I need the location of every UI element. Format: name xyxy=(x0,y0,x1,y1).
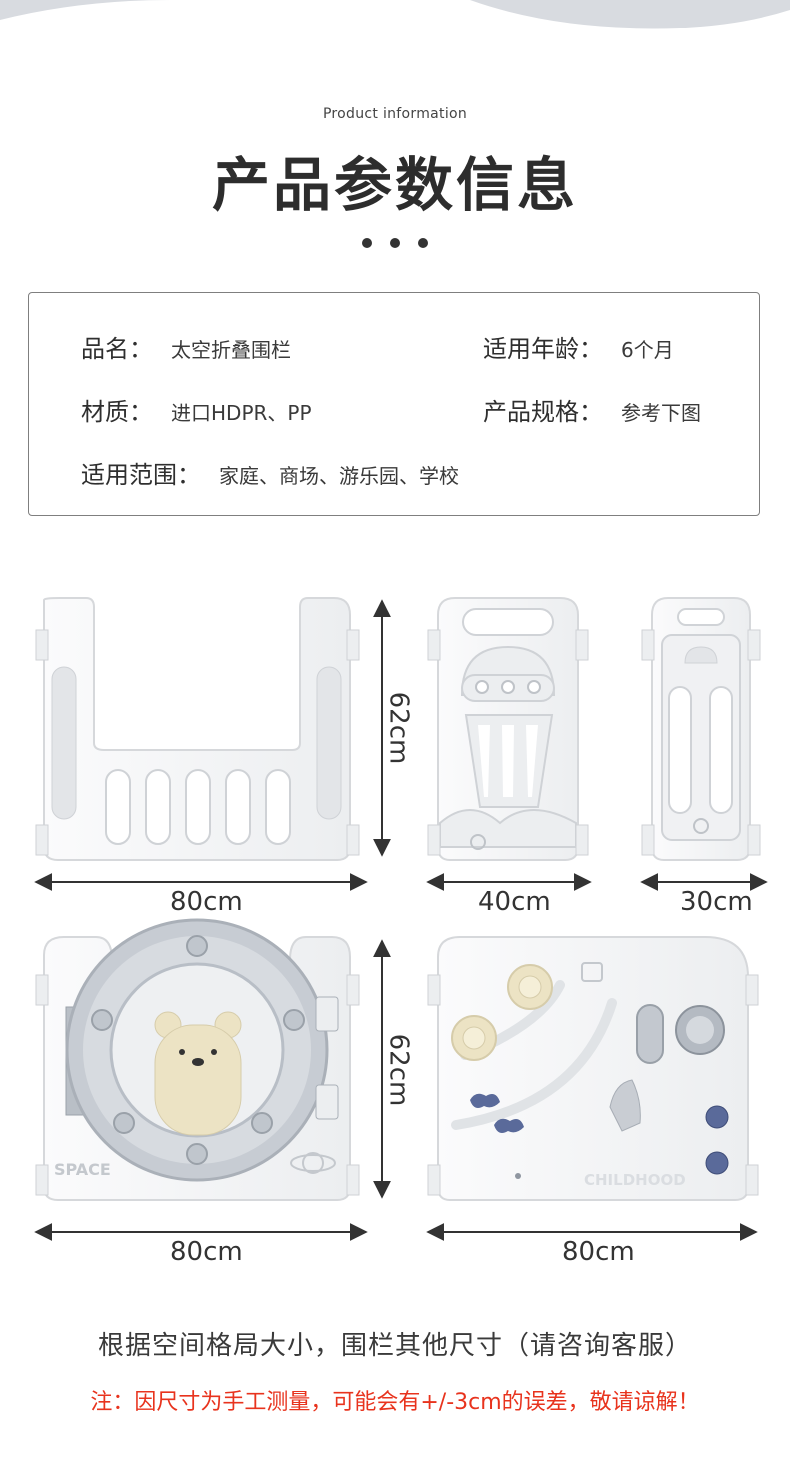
row1-width3-label: 30cm xyxy=(680,887,753,917)
info-material-label: 材质： xyxy=(81,398,153,426)
top-wave-decoration xyxy=(0,0,790,29)
space-text: SPACE xyxy=(54,1160,111,1179)
row1-width2-label: 40cm xyxy=(478,887,551,917)
switch-knob xyxy=(636,1004,664,1064)
panel-porthole: SPACE xyxy=(35,918,360,1201)
bear-figure xyxy=(154,1011,242,1136)
row1-height-label: 62cm xyxy=(383,691,414,765)
info-spec: 产品规格： 参考下图 xyxy=(483,392,701,427)
measurement-warning: 注：因尺寸为手工测量，可能会有+/-3cm的误差，敬请谅解！ xyxy=(90,1390,700,1415)
info-age-value: 6个月 xyxy=(621,338,674,362)
dot xyxy=(418,238,428,248)
row2-width1-label: 80cm xyxy=(170,1237,243,1267)
info-name: 品名： 太空折叠围栏 xyxy=(81,329,291,364)
info-box: 品名： 太空折叠围栏 适用年龄： 6个月 材质： 进口HDPR、PP 产品规格：… xyxy=(28,292,760,516)
section-title: 产品参数信息 xyxy=(211,151,578,219)
info-spec-label: 产品规格： xyxy=(483,398,603,426)
info-material-value: 进口HDPR、PP xyxy=(171,401,312,425)
dot xyxy=(362,238,372,248)
info-scope-value: 家庭、商场、游乐园、学校 xyxy=(219,464,459,488)
childhood-text: CHILDHOOD xyxy=(584,1171,686,1189)
row1-width1-label: 80cm xyxy=(170,887,243,917)
custom-size-note: 根据空间格局大小，围栏其他尺寸（请咨询客服） xyxy=(97,1331,692,1361)
section-subtitle: Product information xyxy=(322,106,468,122)
info-scope: 适用范围： 家庭、商场、游乐园、学校 xyxy=(81,455,459,490)
dot xyxy=(390,238,400,248)
info-spec-value: 参考下图 xyxy=(621,401,701,425)
info-name-label: 品名： xyxy=(81,335,153,363)
info-age-label: 适用年龄： xyxy=(483,335,603,363)
info-material: 材质： 进口HDPR、PP xyxy=(81,392,312,427)
title-dots xyxy=(0,238,790,248)
row2-height-label: 62cm xyxy=(383,1033,414,1107)
info-name-value: 太空折叠围栏 xyxy=(171,338,291,362)
panel-narrow xyxy=(641,597,761,861)
panel-u-shape xyxy=(35,597,360,861)
row2-width2-label: 80cm xyxy=(562,1237,635,1267)
panels-illustration: SPACE CHILDHOOD xyxy=(34,597,768,1241)
panel-rocket xyxy=(427,597,589,861)
info-scope-label: 适用范围： xyxy=(81,461,201,489)
dimension-figure: SPACE CHILDHOOD xyxy=(0,585,790,1285)
panel-activity: CHILDHOOD xyxy=(427,936,759,1201)
info-age: 适用年龄： 6个月 xyxy=(483,329,674,364)
